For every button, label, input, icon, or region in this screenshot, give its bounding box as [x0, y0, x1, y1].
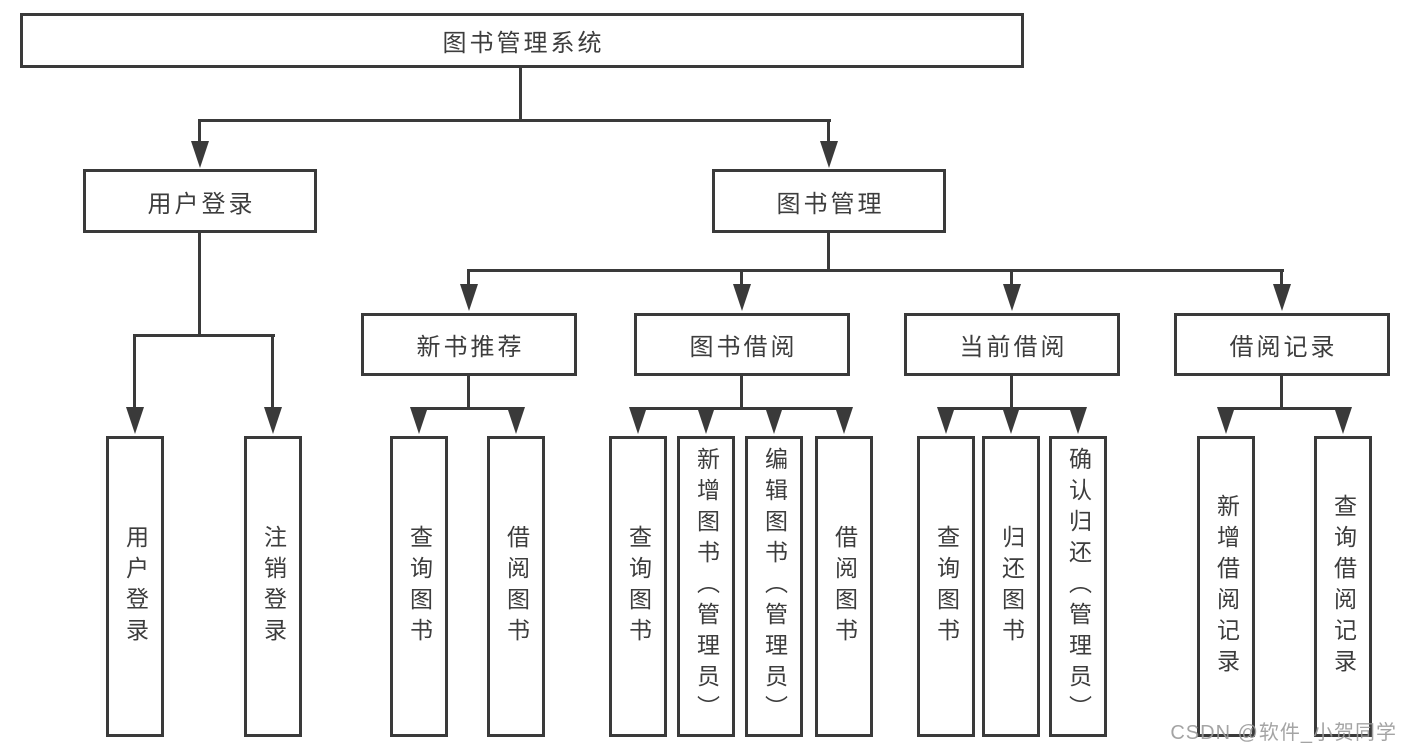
connector-v-line: [271, 335, 274, 410]
node-user-login: 用户登录: [83, 169, 317, 233]
arrowhead-down: [1217, 407, 1235, 434]
leaf-bb-borrow-books-label: 借阅图书: [831, 524, 858, 649]
leaf-br-query-record: 查询借阅记录: [1314, 436, 1372, 737]
leaf-bb-query-books: 查询图书: [609, 436, 667, 737]
connector-v-line: [1280, 270, 1283, 287]
connector-h-line: [636, 407, 846, 410]
leaf-logout-login: 注销登录: [244, 436, 302, 737]
connector-h-line: [1224, 407, 1345, 410]
connector-v-line: [827, 120, 830, 144]
leaf-cb-query-books: 查询图书: [917, 436, 975, 737]
arrowhead-down: [507, 407, 525, 434]
arrowhead-down: [820, 141, 838, 168]
leaf-logout-login-label: 注销登录: [260, 524, 287, 649]
arrowhead-down: [126, 407, 144, 434]
connector-v-line: [198, 233, 201, 337]
connector-h-line: [133, 334, 275, 337]
leaf-cb-confirm-return-admin-label: 确认归还（管理员）: [1065, 447, 1092, 726]
node-book-mgmt: 图书管理: [712, 169, 946, 233]
leaf-nbr-borrow-books-label: 借阅图书: [503, 524, 530, 649]
connector-v-line: [467, 270, 470, 287]
connector-v-line: [467, 376, 470, 410]
leaf-nbr-borrow-books: 借阅图书: [487, 436, 545, 737]
leaf-nbr-query-books-label: 查询图书: [406, 524, 433, 649]
leaf-br-add-record: 新增借阅记录: [1197, 436, 1255, 737]
arrowhead-down: [1002, 407, 1020, 434]
leaf-bb-edit-books-admin-label: 编辑图书（管理员）: [761, 447, 788, 726]
connector-v-line: [1010, 376, 1013, 410]
connector-v-line: [1010, 270, 1013, 287]
connector-v-line: [740, 376, 743, 410]
connector-v-line: [519, 68, 522, 122]
leaf-bb-add-books-admin: 新增图书（管理员）: [677, 436, 735, 737]
leaf-cb-confirm-return-admin: 确认归还（管理员）: [1049, 436, 1107, 737]
arrowhead-down: [460, 284, 478, 311]
leaf-bb-query-books-label: 查询图书: [625, 524, 652, 649]
connector-v-line: [740, 270, 743, 287]
arrowhead-down: [191, 141, 209, 168]
connector-v-line: [133, 335, 136, 410]
leaf-br-query-record-label: 查询借阅记录: [1330, 493, 1357, 680]
arrowhead-down: [1334, 407, 1352, 434]
leaf-cb-return-books-label: 归还图书: [998, 524, 1025, 649]
connector-h-line: [417, 407, 518, 410]
arrowhead-down: [733, 284, 751, 311]
leaf-bb-add-books-admin-label: 新增图书（管理员）: [693, 447, 720, 726]
connector-v-line: [827, 233, 830, 272]
arrowhead-down: [937, 407, 955, 434]
leaf-cb-return-books: 归还图书: [982, 436, 1040, 737]
arrowhead-down: [629, 407, 647, 434]
arrowhead-down: [1003, 284, 1021, 311]
connector-v-line: [198, 120, 201, 144]
connector-h-line: [198, 119, 831, 122]
arrowhead-down: [264, 407, 282, 434]
arrowhead-down: [1273, 284, 1291, 311]
leaf-bb-edit-books-admin: 编辑图书（管理员）: [745, 436, 803, 737]
node-book-borrow: 图书借阅: [634, 313, 850, 376]
connector-h-line: [467, 269, 1284, 272]
leaf-br-add-record-label: 新增借阅记录: [1213, 493, 1240, 680]
leaf-user-login-label: 用户登录: [122, 524, 149, 649]
leaf-bb-borrow-books: 借阅图书: [815, 436, 873, 737]
node-new-book-rec: 新书推荐: [361, 313, 577, 376]
watermark: CSDN @软件_小贺同学: [1170, 722, 1397, 744]
node-root: 图书管理系统: [20, 13, 1024, 68]
node-borrow-record: 借阅记录: [1174, 313, 1390, 376]
arrowhead-down: [697, 407, 715, 434]
arrowhead-down: [765, 407, 783, 434]
leaf-cb-query-books-label: 查询图书: [933, 524, 960, 649]
leaf-nbr-query-books: 查询图书: [390, 436, 448, 737]
leaf-user-login: 用户登录: [106, 436, 164, 737]
arrowhead-down: [410, 407, 428, 434]
node-current-borrow: 当前借阅: [904, 313, 1120, 376]
arrowhead-down: [835, 407, 853, 434]
arrowhead-down: [1069, 407, 1087, 434]
connector-v-line: [1280, 376, 1283, 410]
